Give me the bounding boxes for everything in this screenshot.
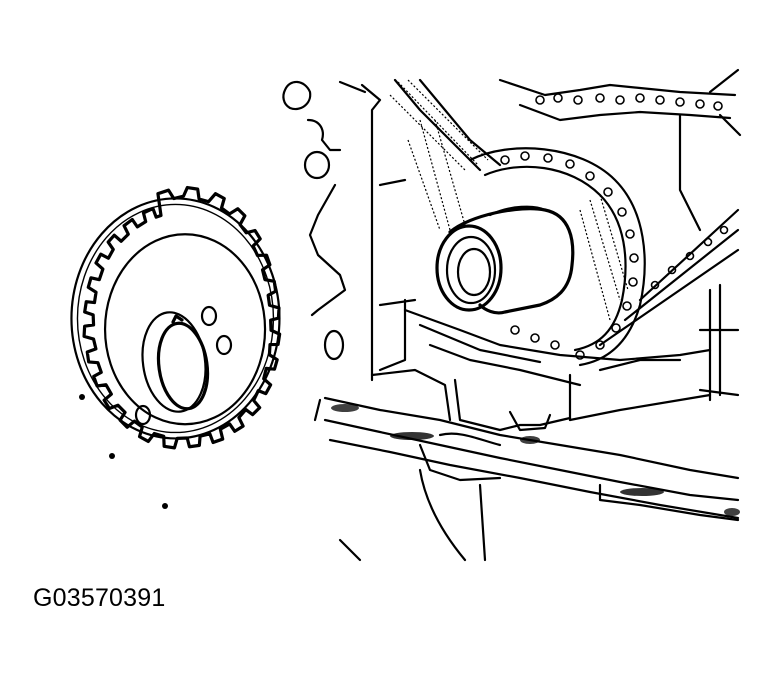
crank-nose [448,207,575,315]
timing-sprocket [70,185,282,450]
figure-id-label: G03570391 [33,584,166,612]
rail-shading [331,404,740,516]
sprocket-bolt-holes [134,305,233,426]
engine-front [282,68,742,562]
crank-nose-face [435,224,503,312]
sprocket-bore [156,321,210,411]
